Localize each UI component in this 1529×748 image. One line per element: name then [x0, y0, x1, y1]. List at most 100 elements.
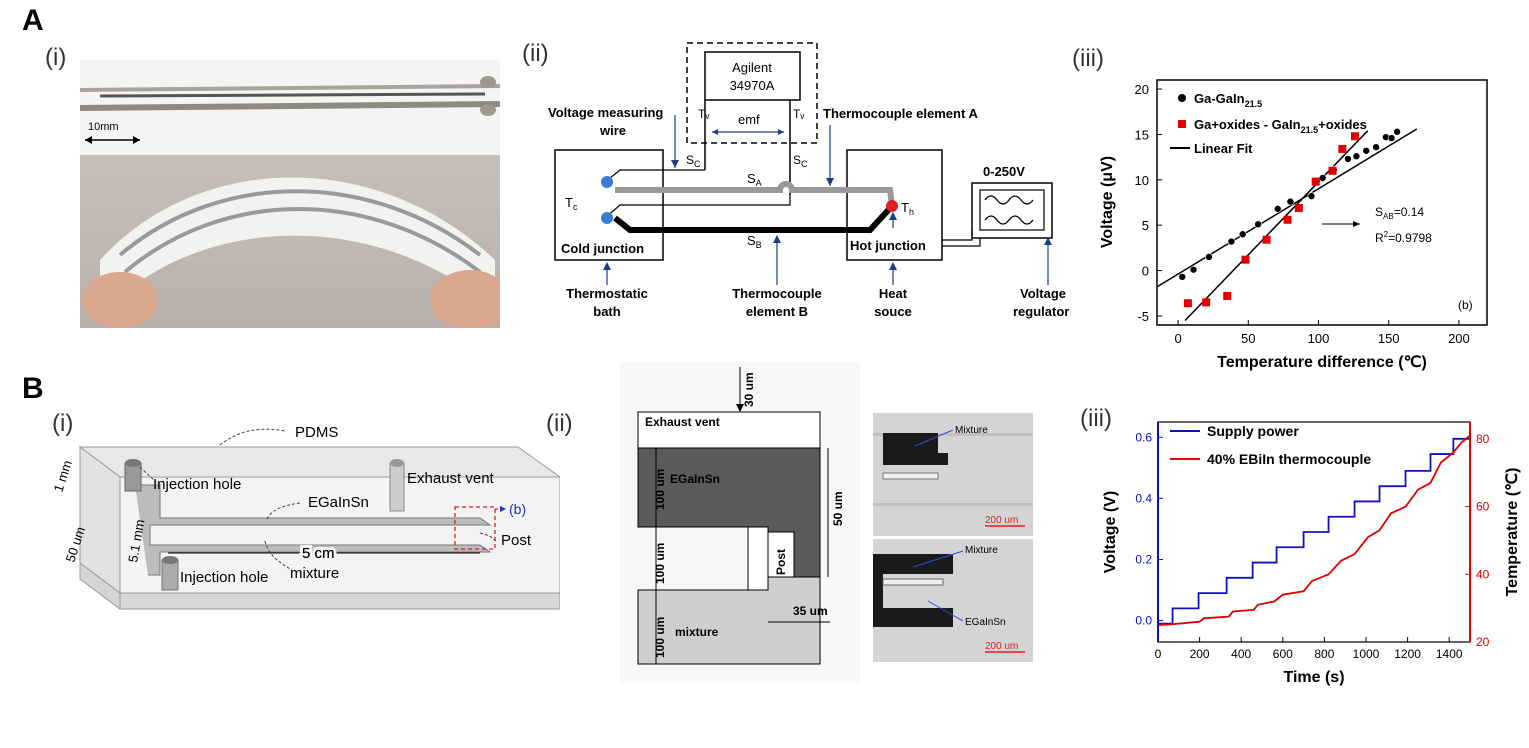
- point-series-2: [1241, 255, 1250, 264]
- dim-100-a: 100 um: [653, 469, 667, 510]
- panel-tag-b: (b): [1458, 298, 1473, 312]
- legend-entry-1: Ga-GaIn21.5: [1194, 91, 1262, 109]
- thermostatic-line2: bath: [593, 304, 621, 319]
- annotation-sab: SAB=0.14: [1375, 205, 1424, 221]
- y2-tick-label: 20: [1476, 635, 1490, 649]
- photo1-label: Mixture: [955, 425, 988, 436]
- post-label: Post: [501, 532, 532, 549]
- point-series-1: [1254, 220, 1262, 229]
- mixture-label: mixture: [290, 565, 339, 582]
- x-tick-label: 0: [1174, 331, 1181, 346]
- cross-section-diagram: Exhaust vent 30 um EGaInSn 100 um 100 um…: [620, 362, 860, 682]
- point-series-2: [1202, 298, 1211, 307]
- y2-tick-label: 60: [1476, 500, 1490, 514]
- cold-junction-label: Cold junction: [561, 241, 644, 256]
- point-series-1: [1178, 273, 1187, 281]
- legend-entry-1: Supply power: [1207, 423, 1299, 439]
- element-b-line1: Thermocouple: [732, 286, 822, 301]
- thermocouple-schematic: Agilent 34970A Tᵥ Tᵥ emf SC SC SA SB Tc …: [548, 42, 1069, 319]
- x-tick-label: 100: [1308, 331, 1330, 346]
- legend-entry-3: Linear Fit: [1194, 141, 1253, 156]
- x-tick-label: 0: [1155, 647, 1162, 661]
- voltage-wire-line1: Voltage measuring: [548, 105, 663, 120]
- x-tick-label: 200: [1448, 331, 1470, 346]
- scale-bar-label: 10mm: [88, 121, 119, 133]
- tv-right: Tᵥ: [793, 107, 804, 121]
- point-series-1: [1205, 253, 1213, 261]
- dim-30um: 30 um: [742, 372, 756, 407]
- x-tick-label: 800: [1314, 647, 1334, 661]
- y2-tick-label: 80: [1476, 432, 1490, 446]
- point-series-1: [1387, 134, 1396, 142]
- mixture-label: mixture: [675, 625, 719, 639]
- x-tick-label: 1400: [1436, 647, 1463, 661]
- element-a-label: Thermocouple element A: [823, 106, 978, 121]
- x-tick-label: 1200: [1394, 647, 1421, 661]
- panel-b-letter: B: [22, 372, 44, 405]
- exhaust-label: Exhaust vent: [645, 415, 720, 429]
- sc-right: SC: [793, 153, 808, 169]
- legend-entry-2: 40% EBiIn thermocouple: [1207, 451, 1371, 467]
- photo1-scale: 200 um: [985, 515, 1018, 526]
- dim-5mm: 5.1 mm: [125, 518, 147, 563]
- panel-b-ii-label: (ii): [546, 410, 573, 437]
- photo-flexible-thermocouple: 10mm: [80, 60, 500, 328]
- point-series-2: [1351, 132, 1359, 141]
- panel-a-iii-label: (iii): [1072, 45, 1104, 72]
- heat-line1: Heat: [879, 286, 908, 301]
- sb-label: SB: [747, 233, 762, 250]
- point-series-1: [1352, 152, 1361, 161]
- tc-label: Tc: [565, 195, 578, 212]
- regulator-line2: regulator: [1013, 304, 1069, 319]
- photo2-scale: 200 um: [985, 641, 1018, 652]
- point-series-2: [1338, 144, 1347, 153]
- instrument-line2: 34970A: [730, 78, 775, 93]
- point-series-2: [1283, 215, 1292, 224]
- annotation-r2: R2=0.9798: [1375, 230, 1432, 245]
- y-tick-label: 0.2: [1135, 553, 1152, 567]
- y-tick-label: 0.0: [1135, 614, 1152, 628]
- length-label-front: 5 cm: [302, 545, 335, 562]
- regulator-line1: Voltage: [1020, 286, 1066, 301]
- instrument-line1: Agilent: [732, 60, 772, 75]
- egalnsn-label: EGaInSn: [670, 472, 720, 486]
- heat-line2: souce: [874, 304, 912, 319]
- x-tick-label: 200: [1190, 647, 1210, 661]
- y-tick-label: 0.4: [1135, 491, 1152, 505]
- point-series-1: [1227, 237, 1236, 246]
- y-tick-label: 20: [1135, 82, 1149, 97]
- tv-left: Tᵥ: [698, 107, 709, 121]
- y2-tick-label: 40: [1476, 567, 1490, 581]
- supply-label: 0-250V: [983, 164, 1025, 179]
- y-tick-label: 0: [1142, 264, 1149, 279]
- x-tick-label: 1000: [1353, 647, 1380, 661]
- panel-a-letter: A: [22, 4, 44, 37]
- element-b-line2: element B: [746, 304, 808, 319]
- panel-a-i-label: (i): [45, 44, 67, 71]
- panel-b-iii-label: (iii): [1080, 405, 1112, 432]
- series-line-2: [1157, 434, 1471, 626]
- dim-50um-b: 50 um: [831, 491, 845, 526]
- injection-bottom-label: Injection hole: [180, 569, 268, 586]
- point-series-2: [1294, 203, 1303, 212]
- x-axis-label: Temperature difference (℃): [1217, 354, 1427, 371]
- legend: Supply power 40% EBiIn thermocouple: [1170, 423, 1371, 467]
- pdms-label: PDMS: [295, 424, 338, 441]
- y-axis-label: Voltage (V): [1102, 491, 1119, 573]
- panel-a-ii-label: (ii): [522, 40, 549, 67]
- point-series-1: [1307, 192, 1316, 200]
- legend: Ga-GaIn21.5 Ga+oxides - GaIn21.5+oxides …: [1170, 91, 1367, 156]
- panel-b-i-label: (i): [52, 410, 74, 437]
- y-tick-label: 0.6: [1135, 430, 1152, 444]
- sc-left: SC: [686, 153, 701, 169]
- b-ref-label: (b): [509, 501, 526, 517]
- dim-1mm: 1 mm: [51, 458, 75, 494]
- injection-top-label: Injection hole: [153, 476, 241, 493]
- fit-line-2: [1184, 130, 1369, 321]
- hot-junction-label: Hot junction: [850, 238, 926, 253]
- y-axis-label: Voltage (μV): [1099, 156, 1116, 248]
- egalnsn-label: EGaInSn: [308, 494, 369, 511]
- photo2-label2: EGaInSn: [965, 617, 1006, 628]
